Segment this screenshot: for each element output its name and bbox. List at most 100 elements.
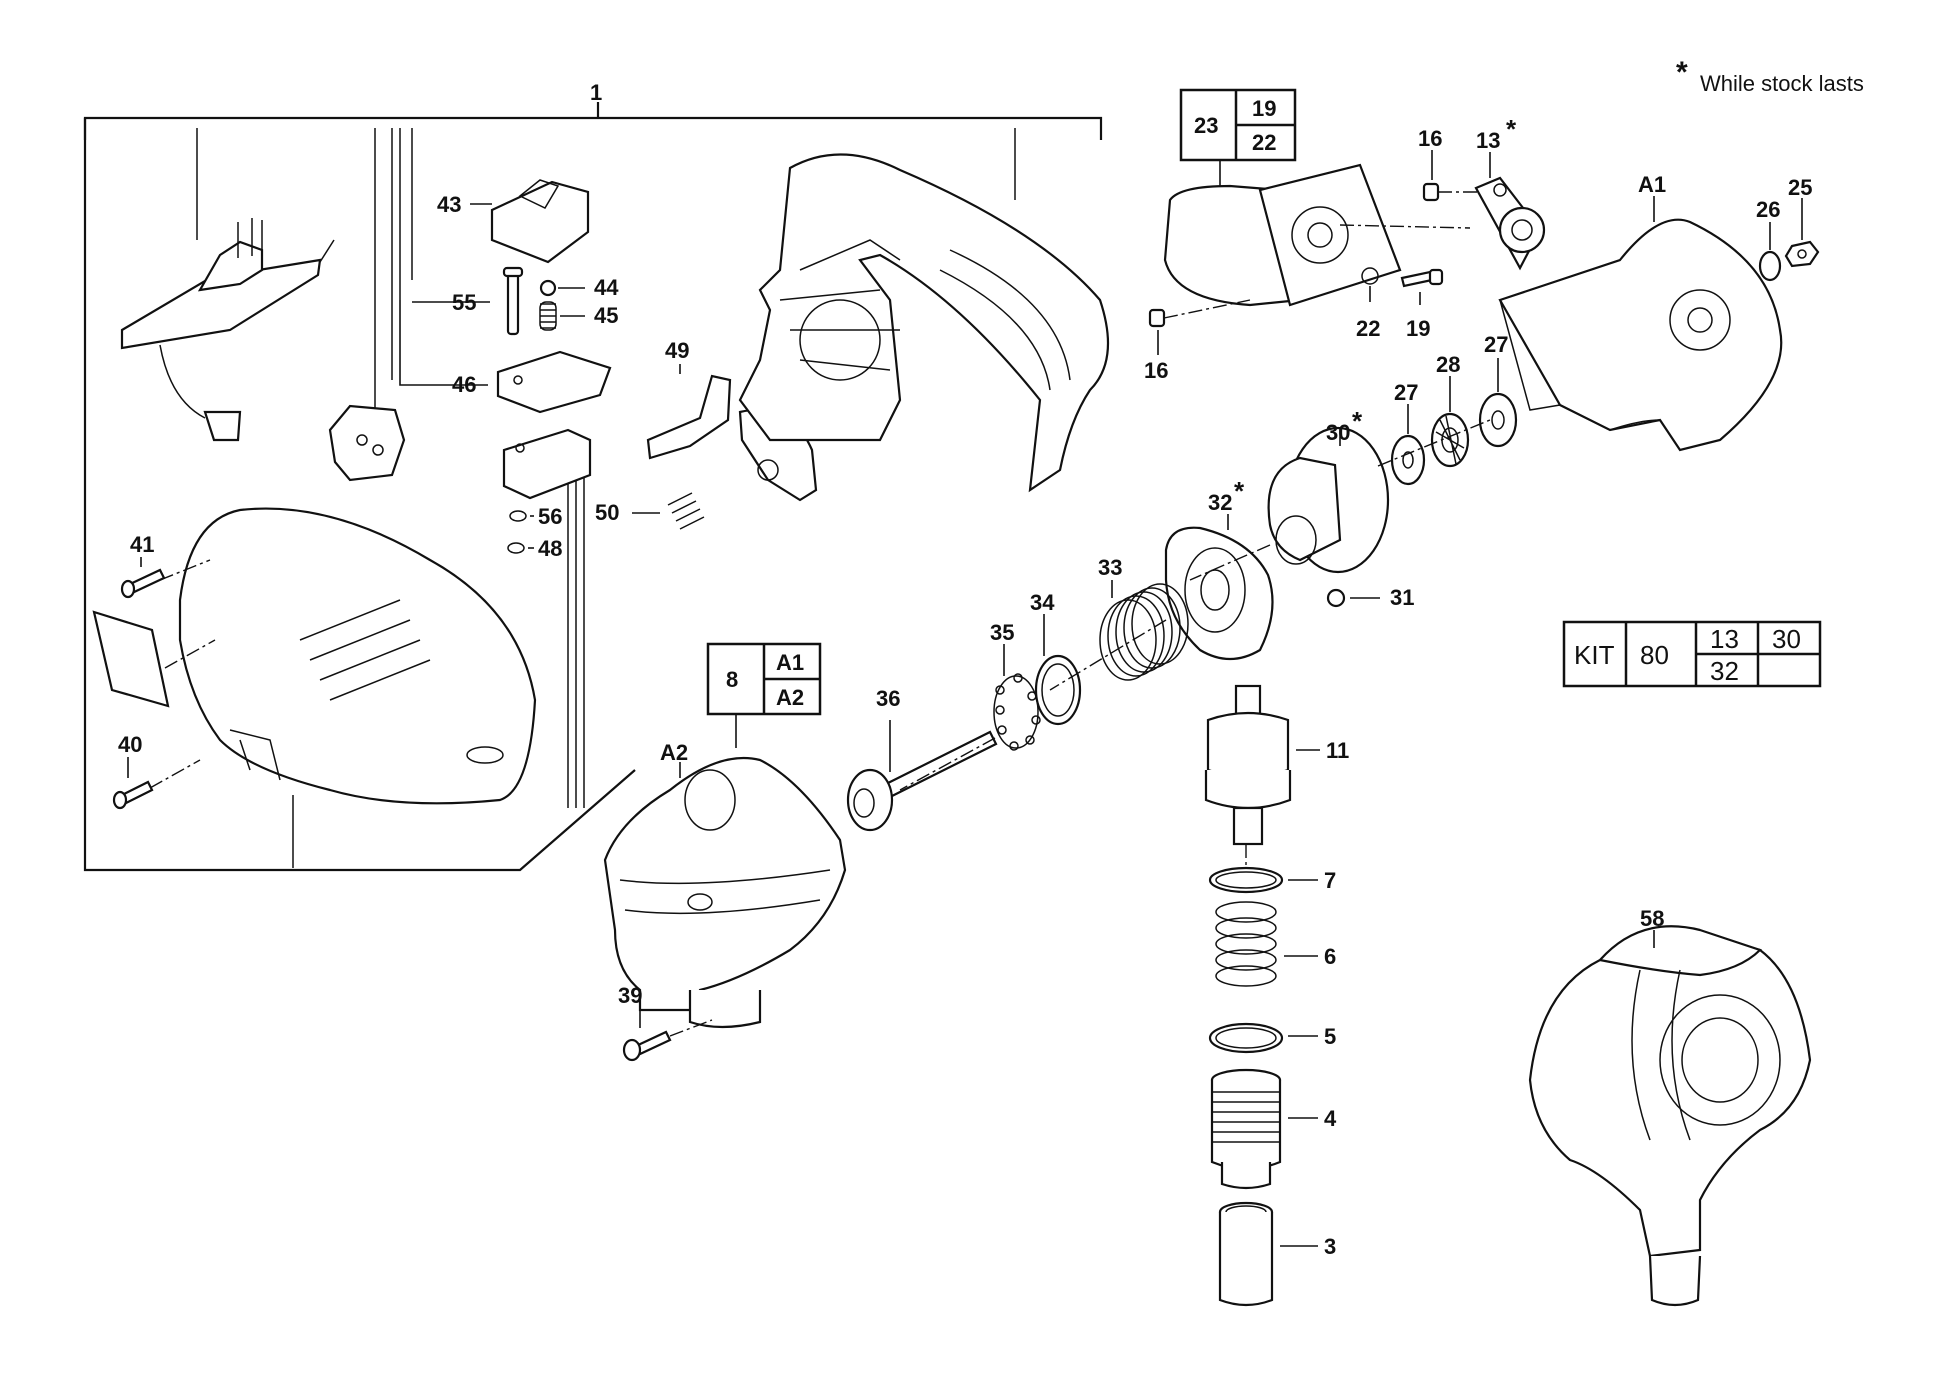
part-A2-nose-housing: A2 [603,740,847,1029]
part-16-screw-bottom: 16 [1144,299,1251,383]
asterisk-13: * [1506,114,1517,144]
part-27-washer-left: 27 [1390,380,1426,486]
part-3-bushing: 3 [1218,1201,1336,1307]
callout-16-bottom: 16 [1144,358,1168,383]
part-22-washer: 22 [1356,267,1380,341]
part-40-screw: 40 [112,732,154,810]
callout-34: 34 [1030,590,1055,615]
kit-cell-13: 13 [1710,624,1739,654]
part-13-gearbox: 13 * [1474,114,1546,271]
assembly-8-top: A1 [776,650,804,675]
part-48-clip: 48 [507,536,562,561]
callout-4: 4 [1324,1106,1337,1131]
callout-44: 44 [594,275,619,300]
part-41-screw: 41 [120,532,166,599]
part-6-spring: 6 [1215,901,1336,987]
asterisk-32: * [1234,476,1245,506]
callout-58: 58 [1640,906,1664,931]
part-46-slider: 46 [399,300,612,414]
kit-cell-30: 30 [1772,624,1801,654]
part-34-ring: 34 [1030,590,1082,726]
assembly-8-bottom: A2 [776,685,804,710]
callout-36: 36 [876,686,900,711]
callout-43: 43 [437,192,461,217]
callout-46: 46 [452,372,476,397]
callout-19: 19 [1406,316,1430,341]
callout-11: 11 [1326,738,1349,763]
part-5-o-ring: 5 [1208,1022,1336,1054]
part-36-shaft: 36 [846,686,998,832]
part-35-ball-race: 35 [990,620,1041,751]
part-11-anvil: 11 [1204,684,1349,846]
assembly-8-main: 8 [726,667,738,692]
asterisk-symbol: * [1676,56,1688,89]
part-45-spring: 45 [539,301,618,331]
part-55-pin: 55 [412,266,524,336]
part-50-spring: 50 [595,492,705,530]
part-31-ball: 31 [1326,585,1414,610]
callout-6: 6 [1324,944,1336,969]
asterisk-30: * [1352,406,1363,436]
callout-39: 39 [618,983,642,1008]
stock-note: * While stock lasts [1676,56,1864,96]
callout-7: 7 [1324,868,1336,893]
callout-50: 50 [595,500,619,525]
switch-board [120,218,335,442]
callout-26: 26 [1756,197,1780,222]
stock-note-text: While stock lasts [1700,71,1864,96]
part-33-spring: 33 [1098,555,1189,681]
callout-3: 3 [1324,1234,1336,1259]
assembly-23-top: 19 [1252,96,1276,121]
callout-32: 32 [1208,490,1232,515]
callout-45: 45 [594,303,618,328]
part-26-washer: 26 [1756,197,1782,282]
kit-label: KIT [1574,640,1615,670]
part-43-bracket: 43 [437,179,590,264]
part-32-cam: 32 * [1164,476,1274,660]
bottom-cover [178,507,537,805]
part-A1-gear-housing: A1 [1498,172,1783,452]
callout-13: 13 [1476,128,1500,153]
trigger-plate [328,404,406,482]
assembly-23-main: 23 [1194,113,1218,138]
part-39-screw: 39 [618,983,713,1062]
part-25-nut: 25 [1784,175,1820,268]
callout-30: 30 [1326,420,1350,445]
part-4-sleeve: 4 [1210,1068,1337,1190]
callout-41: 41 [130,532,154,557]
part-16-screw-top: 16 [1418,126,1478,202]
callout-35: 35 [990,620,1014,645]
callout-25: 25 [1788,175,1812,200]
callout-28: 28 [1436,352,1460,377]
callout-56: 56 [538,504,562,529]
part-28-bearing: 28 [1430,352,1470,468]
assembly-box-23: 23 19 22 [1179,88,1297,162]
label-sticker [92,610,170,708]
callout-1: 1 [590,80,602,105]
callout-49: 49 [665,338,689,363]
callout-40: 40 [118,732,142,757]
group-1-frame: 1 [83,80,1103,872]
kit-table: KIT 80 13 30 32 [1562,620,1822,688]
callout-5: 5 [1324,1024,1336,1049]
kit-number: 80 [1640,640,1669,670]
part-58-complete-tool: 58 [1528,906,1812,1307]
assembly-23-bottom: 22 [1252,130,1276,155]
part-30-spindle-gear: 30 * [1267,406,1390,574]
part-56-clip: 56 [509,504,562,529]
part-27-washer-right: 27 [1478,332,1518,448]
callout-31: 31 [1390,585,1414,610]
callout-33: 33 [1098,555,1122,580]
callout-27-right: 27 [1484,332,1508,357]
part-7-o-ring: 7 [1208,866,1336,894]
assembly-axes [149,419,1491,868]
part-44-ball: 44 [539,275,619,300]
housing-half [738,153,1110,493]
kit-cell-32: 32 [1710,656,1739,686]
assembly-box-8: 8 A1 A2 [706,642,822,748]
callout-27-left: 27 [1394,380,1418,405]
callout-55: 55 [452,290,476,315]
callout-16-top: 16 [1418,126,1442,151]
motor [1163,160,1471,307]
